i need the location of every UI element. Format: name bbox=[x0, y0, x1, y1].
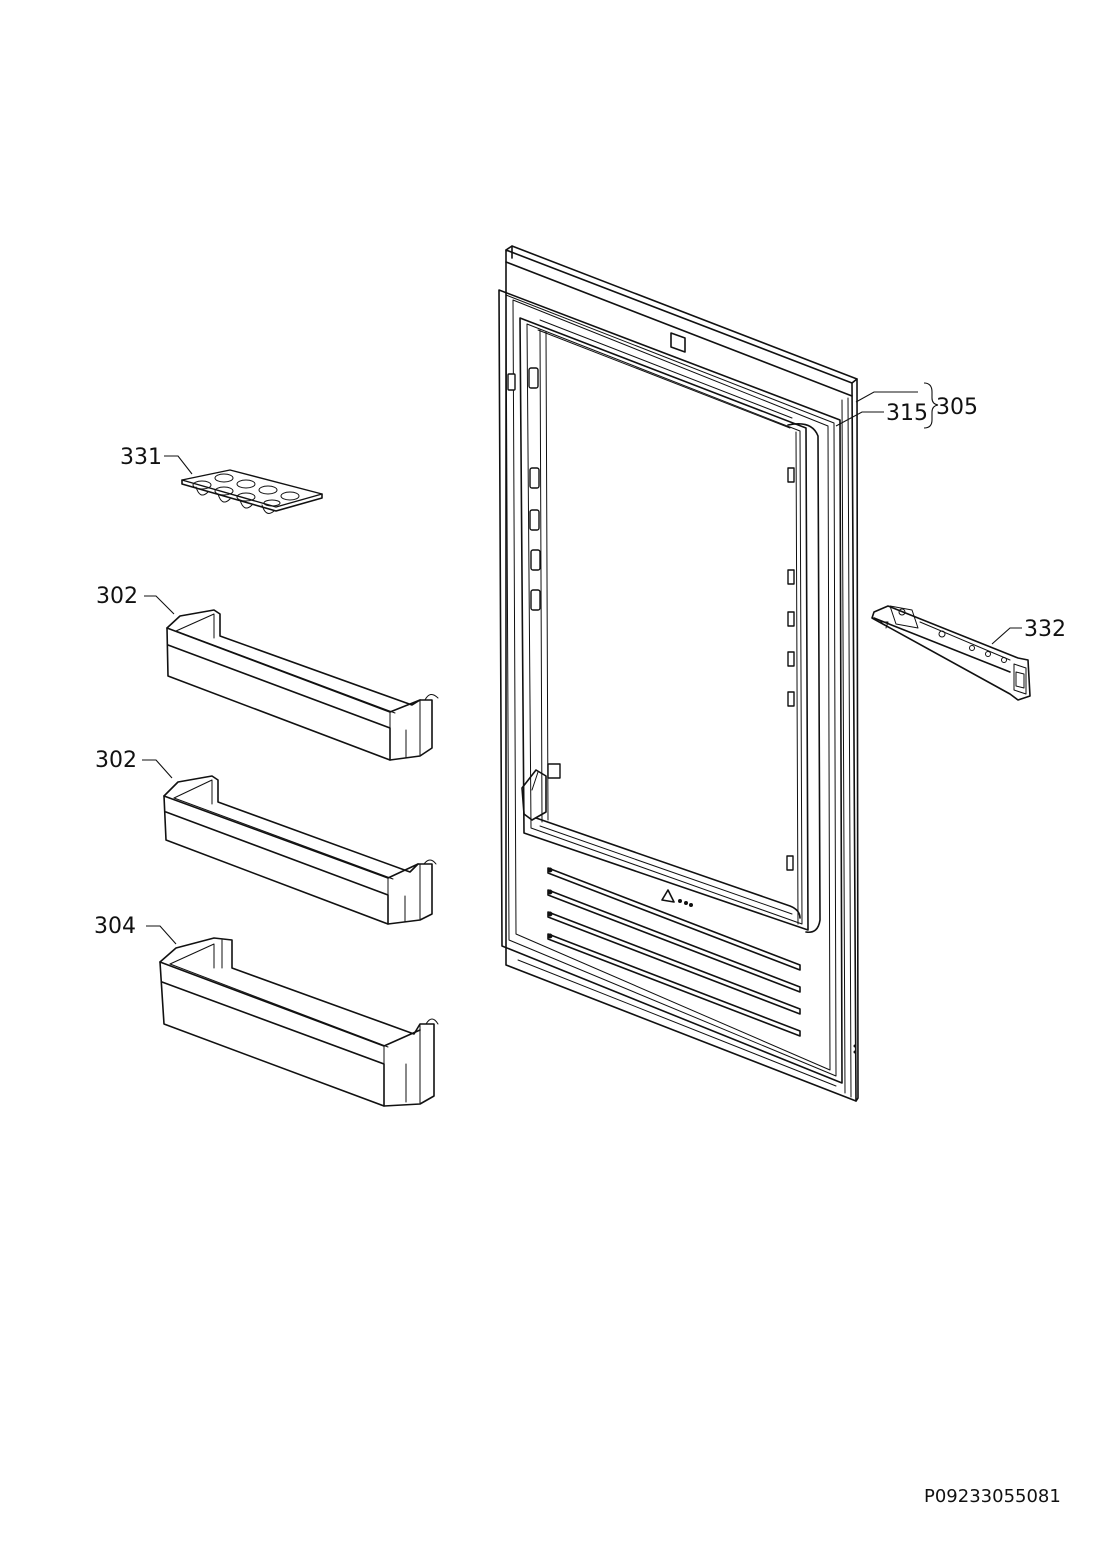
right-shelf-pegs bbox=[786, 467, 795, 871]
drawing-code: P09233055081 bbox=[924, 1486, 1061, 1507]
part-label-305: 305 bbox=[936, 395, 978, 420]
part-label-315: 315 bbox=[886, 401, 928, 426]
leader-lines bbox=[142, 382, 1022, 945]
part-label-302-lower: 302 bbox=[95, 748, 137, 773]
door-bin-large bbox=[159, 937, 439, 1107]
part-label-331: 331 bbox=[120, 445, 162, 470]
door-assembly bbox=[498, 245, 859, 1102]
door-hinge-bracket bbox=[871, 605, 1031, 701]
egg-tray bbox=[181, 469, 323, 514]
door-bin-upper bbox=[166, 609, 439, 761]
door-bin-lower bbox=[163, 775, 437, 925]
ventilation-slots bbox=[547, 867, 801, 1037]
left-shelf-pegs bbox=[507, 367, 541, 611]
door-gasket bbox=[498, 289, 843, 1084]
part-label-332: 332 bbox=[1024, 617, 1066, 642]
part-label-304: 304 bbox=[94, 914, 136, 939]
part-label-302-upper: 302 bbox=[96, 584, 138, 609]
